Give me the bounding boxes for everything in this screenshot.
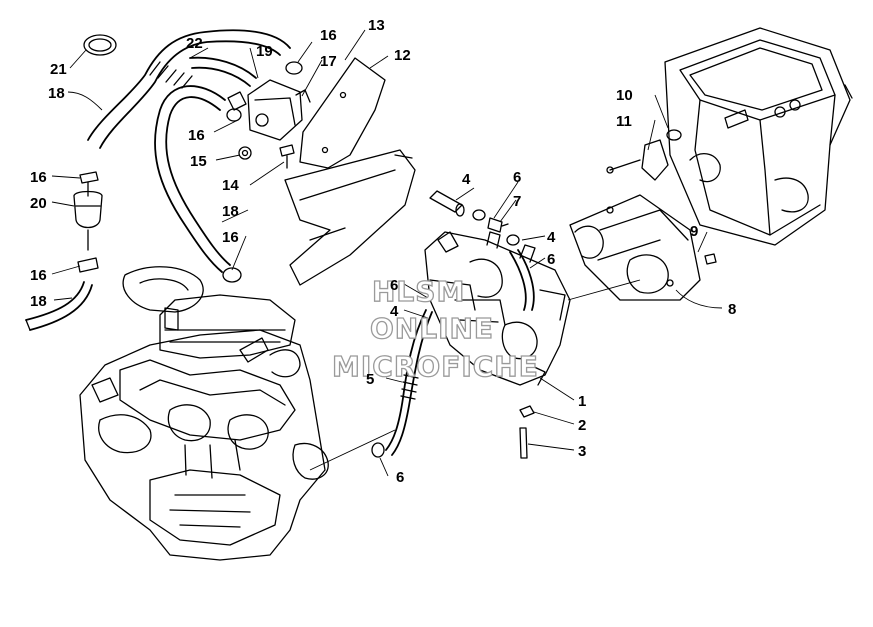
callout-4: 4 <box>462 171 471 188</box>
clamp-6-bottom <box>371 442 385 458</box>
callout-18: 18 <box>48 85 65 102</box>
nut-2 <box>519 405 535 418</box>
mounting-bracket <box>284 57 416 286</box>
screw-9 <box>704 253 717 265</box>
callout-19: 19 <box>256 43 273 60</box>
clip-16-top <box>285 61 303 75</box>
callout-3: 3 <box>578 443 586 460</box>
callout-7: 7 <box>513 193 521 210</box>
callout-17: 17 <box>320 53 337 70</box>
callout-2: 2 <box>578 417 586 434</box>
fitting-7 <box>487 217 509 233</box>
clip-16-top-left <box>79 171 99 184</box>
fuel-hose-18-middle <box>154 85 231 273</box>
callout-6: 6 <box>396 469 404 486</box>
inline-fuel-filter-20 <box>73 181 103 251</box>
air-box-adapter <box>569 194 701 301</box>
air-box <box>664 27 853 246</box>
callout-8: 8 <box>728 301 736 318</box>
callout-5: 5 <box>366 371 374 388</box>
callout-6: 6 <box>513 169 521 186</box>
clamp-6-right <box>506 234 520 246</box>
hose-4-right <box>509 249 535 311</box>
leader-lines <box>51 29 723 477</box>
callouts: 21 18 22 19 16 17 13 12 16 15 14 16 20 1… <box>30 17 736 486</box>
callout-22: 22 <box>186 35 203 52</box>
clip-16-pump <box>226 108 242 122</box>
callout-6: 6 <box>390 277 398 294</box>
callout-16: 16 <box>320 27 337 44</box>
clip-16-middle <box>222 267 242 283</box>
watermark-line-2: ONLINE <box>370 312 494 345</box>
callout-11: 11 <box>616 113 632 130</box>
callout-18: 18 <box>222 203 239 220</box>
callout-4: 4 <box>547 229 556 246</box>
fuel-hose-18-lower <box>25 281 93 331</box>
callout-12: 12 <box>394 47 411 64</box>
callout-16: 16 <box>30 169 47 186</box>
hose-5 <box>385 309 433 456</box>
watermark-line-3: MICROFICHE <box>332 350 539 383</box>
fuel-pump <box>227 79 311 141</box>
clip-16-bottom-left <box>77 257 99 273</box>
carburetor-assembly <box>424 231 571 386</box>
callout-10: 10 <box>616 87 633 104</box>
engine <box>79 266 329 561</box>
sleeve-4-top <box>429 190 465 217</box>
callout-21: 21 <box>50 61 67 78</box>
callout-18: 18 <box>30 293 47 310</box>
callout-20: 20 <box>30 195 47 212</box>
clamp-6-top <box>472 209 486 221</box>
hose-clamp-21 <box>83 34 117 56</box>
callout-6: 6 <box>547 251 555 268</box>
pin-3 <box>519 427 528 459</box>
callout-14: 14 <box>222 177 239 194</box>
callout-15: 15 <box>190 153 207 170</box>
callout-16: 16 <box>30 267 47 284</box>
callout-16: 16 <box>188 127 205 144</box>
bolt-14 <box>279 144 295 169</box>
fuel-hose-18-upper <box>87 29 291 149</box>
callout-4: 4 <box>390 303 399 320</box>
callout-9: 9 <box>690 223 698 240</box>
nut-15 <box>238 146 252 160</box>
fuel-hose-19 <box>189 56 257 87</box>
callout-13: 13 <box>368 17 385 34</box>
watermark-line-1: HLSM <box>372 275 465 308</box>
watermark: HLSM ONLINE MICROFICHE <box>331 274 539 383</box>
callout-1: 1 <box>578 393 586 410</box>
callout-16: 16 <box>222 229 239 246</box>
vent-valve-10-11 <box>606 129 682 181</box>
